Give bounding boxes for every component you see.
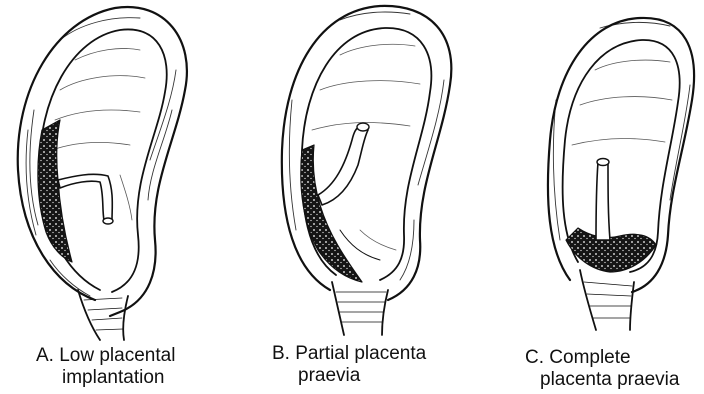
caption-low-placental-implantation: A. Low placental implantation xyxy=(36,345,175,389)
umbilical-cord-c xyxy=(596,162,610,240)
cervix-c xyxy=(580,270,634,330)
uterus-c-drawing xyxy=(548,18,694,330)
caption-c-line1: C. Complete xyxy=(525,347,679,369)
caption-a-line1: A. Low placental xyxy=(36,345,175,367)
cervix-b xyxy=(332,282,388,335)
placenta-a xyxy=(38,120,72,262)
caption-a-line2: implantation xyxy=(36,367,175,389)
caption-c-line2: placenta praevia xyxy=(525,369,679,391)
umbilical-cord-a xyxy=(58,174,112,220)
caption-partial-placenta-praevia: B. Partial placenta praevia xyxy=(272,343,426,387)
uterus-a-drawing xyxy=(18,7,187,340)
caption-complete-placenta-praevia: C. Complete placenta praevia xyxy=(525,347,679,391)
uterus-b-drawing xyxy=(282,6,452,335)
caption-b-line2: praevia xyxy=(272,365,426,387)
cervix-a xyxy=(78,290,128,340)
caption-b-line1: B. Partial placenta xyxy=(272,343,426,365)
placenta-c xyxy=(566,228,656,272)
umbilical-cord-b xyxy=(318,126,368,205)
